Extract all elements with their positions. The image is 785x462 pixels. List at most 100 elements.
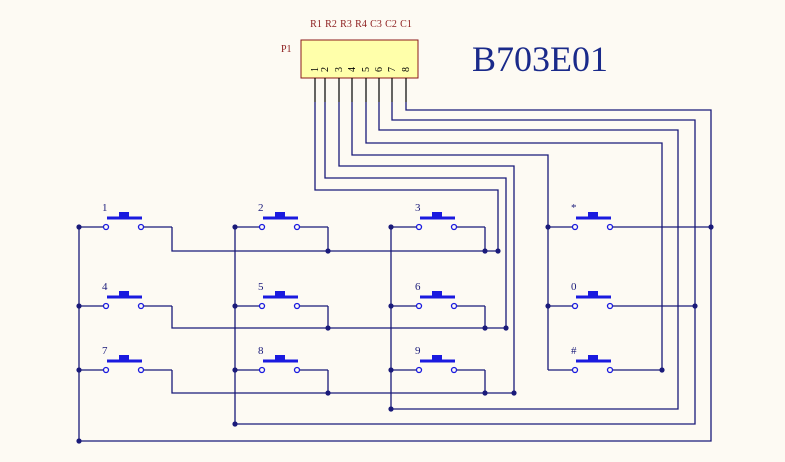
switch-pin bbox=[258, 302, 266, 310]
switch-pin bbox=[606, 366, 614, 374]
connector-signal-label: C3 bbox=[370, 19, 382, 30]
pushbutton-switch: # bbox=[571, 345, 614, 374]
connector-signal-label: R2 bbox=[325, 19, 337, 30]
junction-dot bbox=[325, 325, 331, 331]
junction-dot bbox=[76, 224, 82, 230]
junction-dot bbox=[659, 367, 665, 373]
switch-cap bbox=[119, 291, 129, 297]
junction-dots bbox=[76, 224, 714, 444]
junction-dot bbox=[482, 390, 488, 396]
connector-signal-label: R3 bbox=[340, 19, 352, 30]
junction-dot bbox=[232, 303, 238, 309]
wire bbox=[79, 102, 712, 442]
switch-pin bbox=[571, 366, 579, 374]
switch-cap bbox=[119, 355, 129, 361]
wire bbox=[171, 306, 506, 329]
junction-dot bbox=[482, 248, 488, 254]
wire bbox=[314, 102, 499, 251]
connector-signal-label: C2 bbox=[385, 19, 397, 30]
switch-cap bbox=[432, 355, 442, 361]
key-label: 5 bbox=[258, 281, 264, 293]
switch-pin bbox=[102, 366, 110, 374]
pushbutton-switch: 3 bbox=[415, 202, 458, 231]
junction-dot bbox=[232, 367, 238, 373]
connector-signal-label: C1 bbox=[400, 19, 412, 30]
junction-dot bbox=[545, 224, 551, 230]
switch-cap bbox=[275, 291, 285, 297]
wire bbox=[338, 102, 515, 393]
key-label: 1 bbox=[102, 202, 108, 214]
junction-dot bbox=[388, 303, 394, 309]
pushbutton-switch: 2 bbox=[258, 202, 301, 231]
junction-dot bbox=[482, 325, 488, 331]
junction-dot bbox=[325, 390, 331, 396]
key-label: 3 bbox=[415, 202, 421, 214]
wiring bbox=[78, 102, 712, 442]
pushbutton-switch: 8 bbox=[258, 345, 301, 374]
key-label: 8 bbox=[258, 345, 264, 357]
switch-cap bbox=[432, 291, 442, 297]
wire bbox=[171, 227, 498, 252]
connector-pin-number: 7 bbox=[387, 67, 398, 72]
junction-dot bbox=[692, 303, 698, 309]
wire bbox=[365, 102, 663, 371]
wire bbox=[324, 102, 507, 328]
pushbutton-switch: 1 bbox=[102, 202, 145, 231]
connector-pin-number: 2 bbox=[320, 67, 331, 72]
switch-pin bbox=[450, 302, 458, 310]
pushbutton-switch: 6 bbox=[415, 281, 458, 310]
key-label: 2 bbox=[258, 202, 264, 214]
pushbutton-switch: 0 bbox=[571, 281, 614, 310]
wire bbox=[171, 370, 514, 394]
connector-pin-number: 8 bbox=[401, 67, 412, 72]
junction-dot bbox=[511, 390, 517, 396]
wire bbox=[235, 102, 696, 425]
connector-pin-number: 3 bbox=[334, 67, 345, 72]
switch-cap bbox=[275, 355, 285, 361]
switch-pin bbox=[102, 302, 110, 310]
connector-ref: P1 bbox=[281, 44, 292, 55]
connector-pin-number: 4 bbox=[347, 67, 358, 72]
junction-dot bbox=[495, 248, 501, 254]
connector-pin-number: 6 bbox=[374, 67, 385, 72]
switch-pin bbox=[571, 302, 579, 310]
switch-pin bbox=[137, 366, 145, 374]
switch-cap bbox=[119, 212, 129, 218]
key-label: 4 bbox=[102, 281, 108, 293]
switch-pin bbox=[258, 223, 266, 231]
switch-pin bbox=[415, 366, 423, 374]
switch-pin bbox=[450, 366, 458, 374]
schematic-title: B703E01 bbox=[472, 39, 608, 79]
key-label: # bbox=[571, 345, 577, 357]
junction-dot bbox=[76, 367, 82, 373]
junction-dot bbox=[708, 224, 714, 230]
junction-dot bbox=[232, 224, 238, 230]
switch-cap bbox=[588, 355, 598, 361]
switch-pin bbox=[293, 366, 301, 374]
wire bbox=[378, 102, 679, 410]
switch-pin bbox=[137, 302, 145, 310]
switch-pin bbox=[450, 223, 458, 231]
switch-cap bbox=[432, 212, 442, 218]
connector-pin-number: 5 bbox=[361, 67, 372, 72]
connector-body bbox=[300, 39, 419, 79]
junction-dot bbox=[503, 325, 509, 331]
junction-dot bbox=[232, 421, 238, 427]
pushbutton-switch: 7 bbox=[102, 345, 145, 374]
junction-dot bbox=[388, 224, 394, 230]
connector-signal-label: R4 bbox=[355, 19, 367, 30]
switch-pin bbox=[102, 223, 110, 231]
connector-signal-label: R1 bbox=[310, 19, 322, 30]
switch-pin bbox=[293, 302, 301, 310]
junction-dot bbox=[545, 303, 551, 309]
switch-pin bbox=[258, 366, 266, 374]
pushbutton-switch: 5 bbox=[258, 281, 301, 310]
pushbutton-switch: 4 bbox=[102, 281, 145, 310]
switch-pin bbox=[293, 223, 301, 231]
junction-dot bbox=[76, 438, 82, 444]
junction-dot bbox=[76, 303, 82, 309]
key-label: 6 bbox=[415, 281, 421, 293]
key-label: * bbox=[571, 202, 577, 214]
